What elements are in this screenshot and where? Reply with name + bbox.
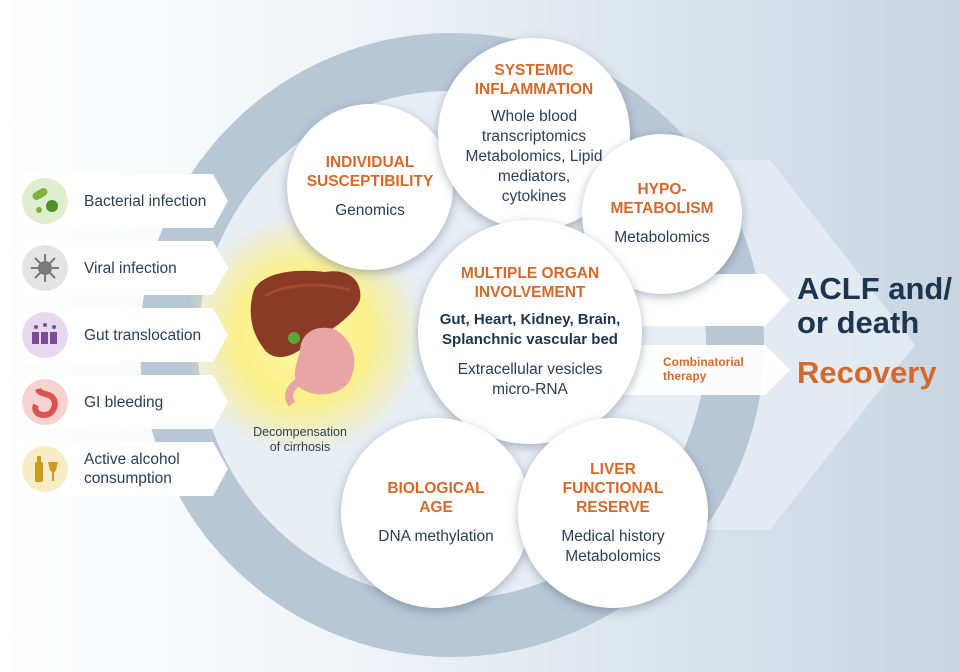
circle-title: MULTIPLE ORGAN INVOLVEMENT	[460, 265, 600, 301]
circle-subtitle: Genomics	[335, 202, 405, 219]
trigger-alcohol-consumption: Active alcohol consumption	[18, 442, 228, 496]
trigger-label: Viral infection	[84, 259, 177, 277]
circle-multiple-organ-involvement: MULTIPLE ORGAN INVOLVEMENT Gut, Heart, K…	[418, 220, 642, 444]
trigger-label: Bacterial infection	[84, 192, 207, 210]
circle-individual-susceptibility: INDIVIDUAL SUSCEPTIBILITY Genomics	[287, 104, 453, 270]
gut-icon	[22, 312, 68, 358]
outcome-recovery: Recovery	[797, 355, 937, 390]
circle-title: BIOLOGICAL AGE	[387, 480, 485, 516]
combinatorial-therapy-label: Combinatorial therapy	[663, 355, 744, 383]
liver-illustration	[250, 270, 361, 407]
circle-liver-functional-reserve: LIVER FUNCTIONAL RESERVE Medical history…	[518, 418, 708, 608]
circle-subtitle: Extracellular vesicles micro-RNA	[457, 361, 603, 398]
circle-subtitle: Medical history Metabolomics	[561, 527, 665, 565]
stomach-icon	[22, 379, 68, 425]
circle-systemic-inflammation: SYSTEMIC INFLAMMATION Whole blood transc…	[438, 38, 630, 230]
trigger-label: Gut translocation	[84, 326, 202, 344]
decompensation-label: Decompensation of cirrhosis	[253, 425, 347, 454]
circle-title: SYSTEMIC INFLAMMATION	[474, 62, 594, 98]
circle-title: LIVER FUNCTIONAL RESERVE	[562, 460, 664, 516]
circle-subtitle: DNA methylation	[378, 528, 494, 545]
circle-title: HYPO-METABOLISM	[610, 181, 714, 217]
trigger-gut-translocation: Gut translocation	[18, 308, 228, 362]
circle-title: INDIVIDUAL SUSCEPTIBILITY	[306, 154, 434, 190]
virus-icon	[22, 245, 68, 291]
trigger-bacterial-infection: Bacterial infection	[18, 174, 228, 228]
trigger-label: Active alcohol consumption	[84, 451, 180, 487]
circle-biological-age: BIOLOGICAL AGE DNA methylation	[341, 418, 531, 608]
outcome-aclf-death: ACLF and/ or death	[797, 271, 952, 340]
trigger-viral-infection: Viral infection	[18, 241, 228, 295]
circle-organs: Gut, Heart, Kidney, Brain, Splanchnic va…	[439, 311, 621, 348]
trigger-gi-bleeding: GI bleeding	[18, 375, 228, 429]
alcohol-icon	[22, 446, 68, 492]
circle-subtitle: Whole blood transcriptomics Metabolomics…	[465, 108, 603, 205]
bacteria-icon	[22, 178, 68, 224]
arrow-recovery	[615, 345, 790, 395]
trigger-label: GI bleeding	[84, 393, 164, 411]
circle-subtitle: Metabolomics	[614, 229, 710, 246]
